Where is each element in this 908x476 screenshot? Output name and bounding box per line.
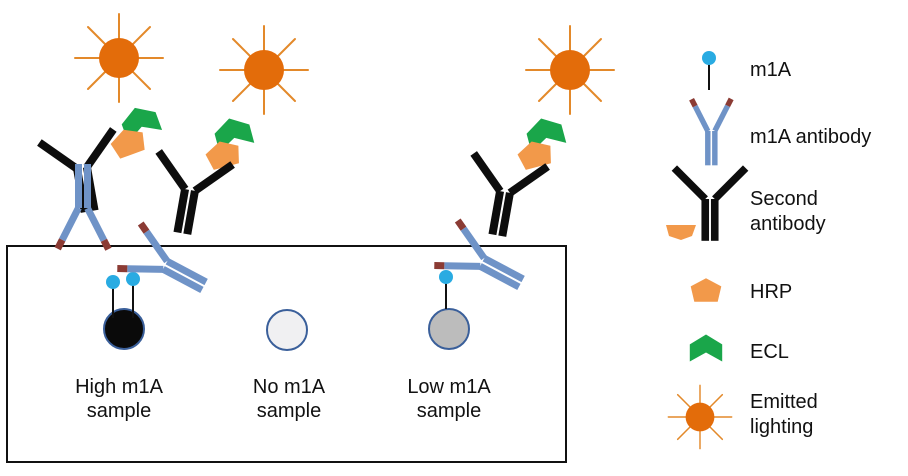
emitted-light-2 — [219, 25, 309, 115]
sample-label-high: High m1A sample — [44, 375, 194, 423]
emitted-lighting-icon — [667, 384, 733, 450]
legend-label-line1: ECL — [750, 341, 789, 363]
second-antibody-icon — [666, 165, 749, 241]
sample-plate — [6, 245, 567, 463]
legend-label-ecl: ECL — [750, 340, 789, 365]
high-m1a-well — [103, 308, 145, 350]
legend-label-m1a: m1A — [750, 58, 791, 83]
legend-label-line1: Emitted — [750, 391, 818, 413]
legend-label-line2: antibody — [750, 213, 826, 235]
sample-label-line2: sample — [416, 400, 482, 422]
hrp-icon — [690, 278, 722, 302]
sample-label-line1: No m1A — [252, 376, 326, 398]
m1a-icon — [702, 51, 716, 90]
legend-label-hrp: HRP — [750, 280, 792, 305]
low-m1a-well — [428, 308, 470, 350]
emitted-light-1 — [74, 13, 164, 103]
sample-label-line2: sample — [256, 400, 322, 422]
sample-label-line2: sample — [86, 400, 152, 422]
sample-label-none: No m1A sample — [214, 375, 364, 423]
m1a-antibody-2 — [114, 219, 218, 312]
m1a-marker-high-1 — [106, 275, 120, 318]
ecl-icon — [689, 334, 723, 362]
sample-label-line1: High m1A — [75, 376, 163, 398]
m1a-antibody-icon — [689, 97, 734, 166]
legend-label-second-antibody: Second antibody — [750, 187, 826, 237]
sample-label-low: Low m1A sample — [374, 375, 524, 423]
legend-label-line1: Second — [750, 188, 818, 210]
legend-label-line2: lighting — [750, 416, 814, 438]
no-m1a-well — [266, 309, 308, 351]
legend-label-line1: m1A — [750, 59, 792, 81]
legend-label-line1: m1A antibody — [750, 126, 872, 148]
legend-label-m1a-antibody: m1A antibody — [750, 125, 871, 150]
emitted-light-3 — [525, 25, 615, 115]
m1a-marker-low — [439, 270, 453, 309]
m1a-marker-high-2 — [126, 272, 140, 318]
legend-label-emitted-lighting: Emitted lighting — [750, 390, 818, 440]
sample-label-line1: Low m1A — [407, 376, 491, 398]
legend-label-line1: HRP — [750, 281, 793, 303]
